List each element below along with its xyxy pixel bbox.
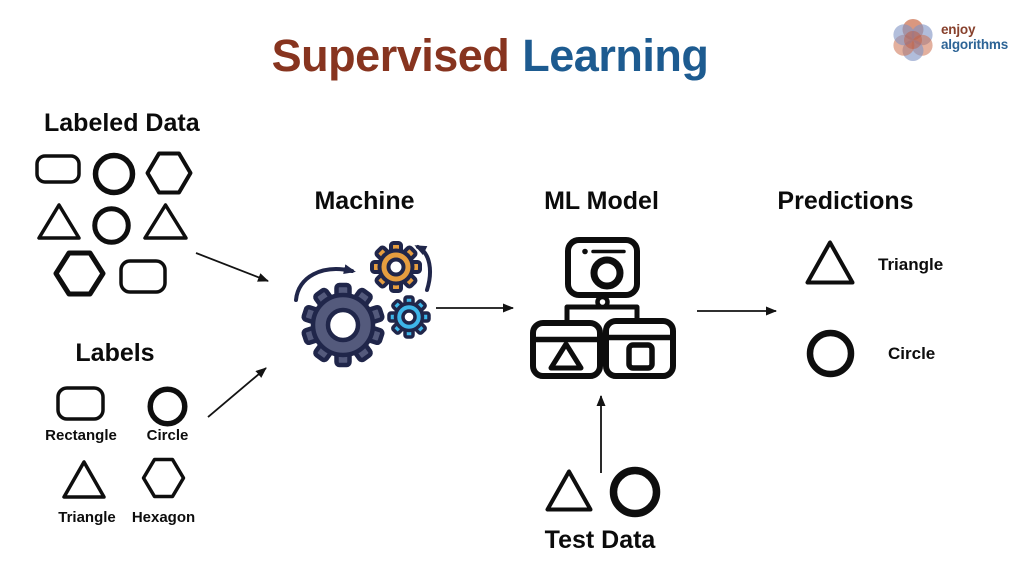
flower-petals-icon — [893, 19, 933, 61]
predictions-heading: Predictions — [777, 187, 914, 215]
prediction-label-circle: Circle — [888, 344, 936, 363]
arrow-labels-to-machine — [207, 367, 267, 418]
logo-wordmark: enjoy algorithms — [941, 22, 1008, 52]
curved-arrow-right — [414, 245, 432, 292]
title-word-learning: Learning — [522, 30, 709, 81]
triangle-shape — [62, 460, 106, 499]
labels-heading: Labels — [75, 339, 155, 367]
circle-shape — [92, 206, 131, 245]
rounded-rectangle-shape — [119, 259, 167, 294]
circle-shape — [147, 386, 188, 427]
rounded-rectangle-shape — [56, 386, 105, 421]
prediction-label-triangle: Triangle — [878, 255, 944, 274]
ml-model-heading: ML Model — [544, 187, 659, 215]
test-data-heading: Test Data — [544, 526, 656, 554]
arrow-labeled-data-to-machine — [195, 252, 269, 282]
label-hexagon: Hexagon — [131, 509, 196, 526]
slate-gear — [303, 285, 383, 365]
labeled-data-heading: Labeled Data — [44, 109, 200, 137]
hexagon-shape — [145, 151, 193, 195]
circle-shape — [92, 152, 136, 196]
orange-gear — [370, 241, 422, 293]
circle-shape — [609, 466, 661, 518]
blue-gear — [387, 295, 431, 339]
label-circle: Circle — [146, 427, 189, 444]
circle-shape — [806, 329, 855, 378]
label-rectangle: Rectangle — [45, 427, 117, 444]
machine-heading: Machine — [314, 187, 415, 215]
triangle-shape — [545, 469, 593, 512]
gears-icon — [294, 241, 432, 375]
ml-model-icon — [530, 237, 676, 379]
triangle-shape — [143, 203, 188, 240]
logo-line-algorithms: algorithms — [941, 37, 1009, 52]
triangle-shape — [37, 203, 81, 240]
title-word-supervised: Supervised — [271, 30, 510, 81]
logo-line-enjoy: enjoy — [941, 22, 976, 37]
hexagon-shape — [141, 457, 186, 499]
hexagon-shape — [53, 250, 106, 297]
label-triangle: Triangle — [58, 509, 116, 526]
triangle-shape — [805, 240, 855, 285]
rounded-rectangle-shape — [35, 154, 81, 184]
curved-arrow-left — [294, 264, 356, 302]
